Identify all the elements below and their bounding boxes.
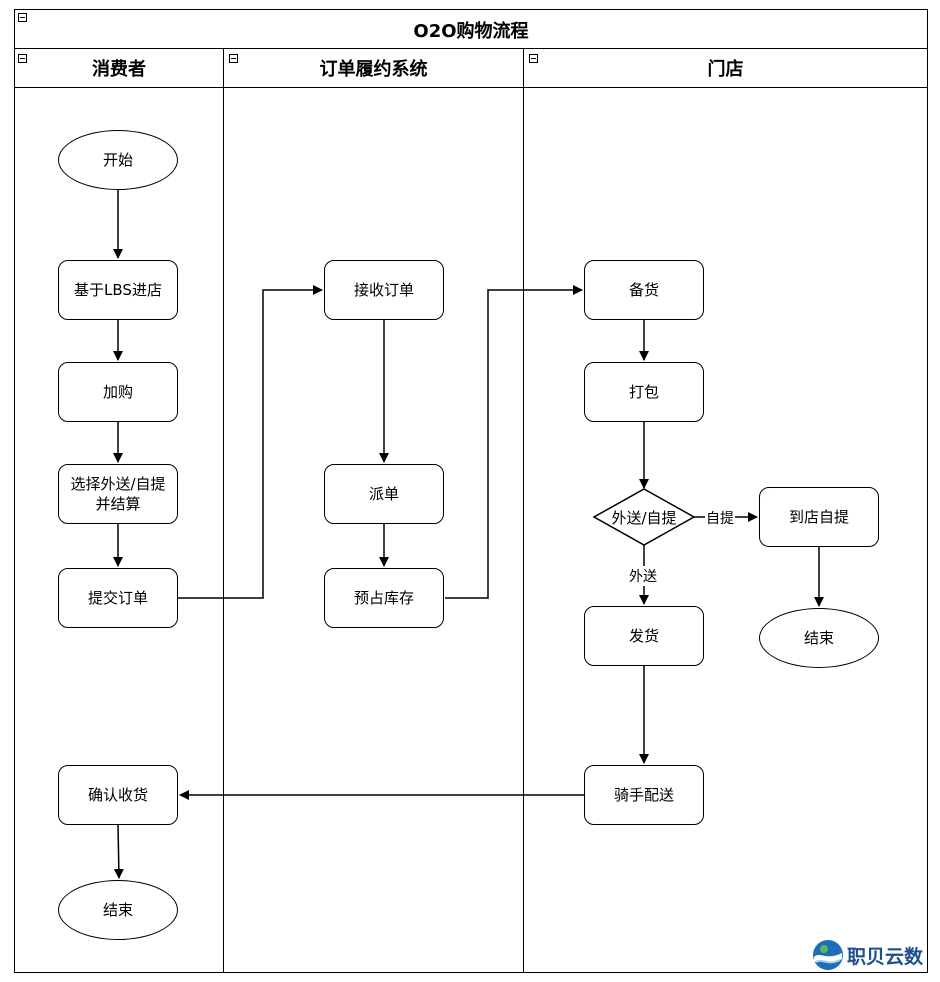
node-choose-and-pay[interactable]: 选择外送/自提 并结算 [58,464,178,524]
node-choose-and-pay-label: 选择外送/自提 并结算 [70,475,166,513]
node-receive-order-label: 接收订单 [353,281,414,299]
node-decision-label: 外送/自提 [611,508,677,527]
node-store-end[interactable]: 结束 [759,608,879,668]
lane-title-consumer: 消费者 [92,59,146,80]
lane-title-store: 门店 [707,59,744,80]
node-delivery-or-pickup-decision[interactable]: 外送/自提 [594,489,694,545]
node-prepare-goods-label: 备货 [628,281,659,299]
node-consumer-end[interactable]: 结束 [58,880,178,940]
node-add-to-cart-label: 加购 [102,383,133,401]
node-enter-store-lbs-label: 基于LBS进店 [74,281,162,299]
lane-title-system: 订单履约系统 [319,59,428,80]
edge-submit-receive [178,285,323,599]
node-receive-order[interactable]: 接收订单 [324,260,444,320]
node-confirm-receipt[interactable]: 确认收货 [58,765,178,825]
node-submit-order[interactable]: 提交订单 [58,568,178,628]
decision-diamond [592,488,696,546]
edge-label-self-pickup: 自提 [705,508,735,528]
node-pack-label: 打包 [628,383,659,401]
node-reserve-stock[interactable]: 预占库存 [324,568,444,628]
node-ship[interactable]: 发货 [584,606,704,666]
wave-logo-icon [813,940,843,970]
lane-body-store [523,87,928,973]
node-consumer-end-label: 结束 [102,901,133,919]
brand-logo-text: 职贝云数 [847,945,924,968]
pool-title-text: O2O购物流程 [413,20,529,42]
edge-reserve-prepare [445,285,583,599]
edge-label-delivery: 外送 [628,566,658,586]
node-dispatch-order[interactable]: 派单 [324,464,444,524]
node-rider-delivery[interactable]: 骑手配送 [584,765,704,825]
pool-collapse-icon[interactable] [18,13,27,22]
lane-store-collapse-icon[interactable] [529,54,538,63]
node-prepare-goods[interactable]: 备货 [584,260,704,320]
node-reserve-stock-label: 预占库存 [353,589,414,607]
pool-title: O2O购物流程 [14,9,928,49]
lane-consumer-collapse-icon[interactable] [18,54,27,63]
node-store-end-label: 结束 [803,629,834,647]
node-dispatch-order-label: 派单 [368,485,399,503]
edge-confirm-end [113,824,124,879]
node-in-store-pickup[interactable]: 到店自提 [759,487,879,547]
node-submit-order-label: 提交订单 [87,589,148,607]
lane-system-collapse-icon[interactable] [229,54,238,63]
node-pack[interactable]: 打包 [584,362,704,422]
node-in-store-pickup-label: 到店自提 [788,508,849,526]
node-start[interactable]: 开始 [58,130,178,190]
node-add-to-cart[interactable]: 加购 [58,362,178,422]
node-start-label: 开始 [102,151,133,169]
node-ship-label: 发货 [628,627,659,645]
node-confirm-receipt-label: 确认收货 [87,786,148,804]
node-rider-delivery-label: 骑手配送 [613,786,674,804]
lane-header-store: 门店 [523,48,928,88]
brand-logo: 职贝云数 [812,939,923,971]
node-enter-store-lbs[interactable]: 基于LBS进店 [58,260,178,320]
